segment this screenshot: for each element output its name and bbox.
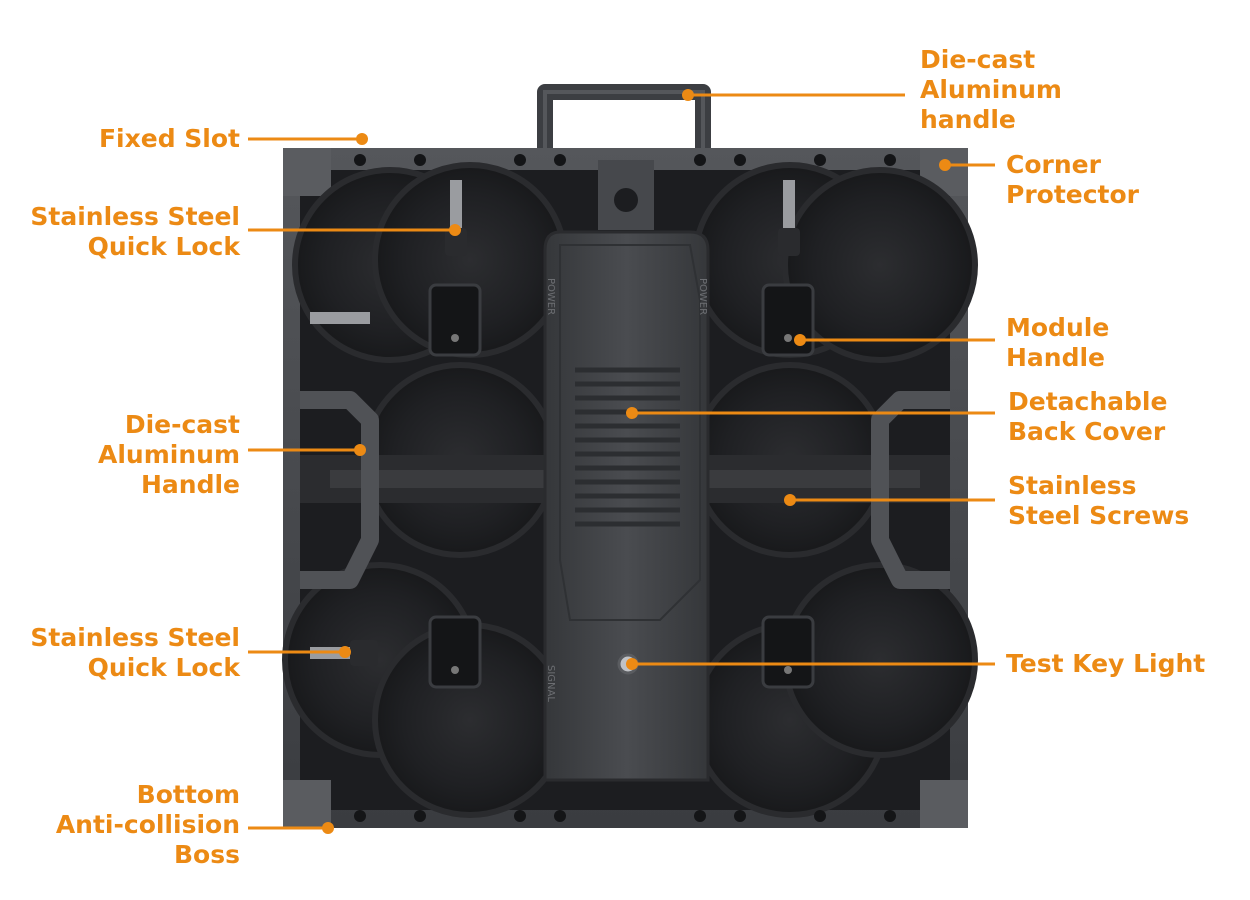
- frame-hole: [814, 810, 826, 822]
- cover-signal-label-left: SIGNAL: [545, 665, 556, 702]
- leader-lines: [248, 89, 995, 834]
- module-handle-screw: [784, 666, 792, 674]
- top-handle: [537, 84, 711, 165]
- module-handles: [428, 283, 815, 689]
- module-handle: [428, 283, 482, 357]
- leader-dot: [322, 822, 334, 834]
- leader-dot: [784, 494, 796, 506]
- frame-hole: [554, 154, 566, 166]
- frame-hole: [734, 154, 746, 166]
- leader-dot: [356, 133, 368, 145]
- leader-dot: [682, 89, 694, 101]
- cover-ribs: [575, 367, 680, 527]
- side-handles: [300, 391, 950, 589]
- leader-dot: [794, 334, 806, 346]
- frame-hole: [414, 154, 426, 166]
- frame-hole: [414, 810, 426, 822]
- leader-dot: [939, 159, 951, 171]
- module-handle: [761, 283, 815, 357]
- leader-dot: [626, 658, 638, 670]
- module-handle-screw: [451, 666, 459, 674]
- module-handle: [428, 615, 482, 689]
- frame-hole: [814, 154, 826, 166]
- label-fixed-slot: Fixed Slot: [98, 124, 240, 153]
- frame-hole: [514, 154, 526, 166]
- frame-hole: [884, 154, 896, 166]
- cover-power-label-right: POWER: [697, 278, 708, 315]
- leader-dot: [354, 444, 366, 456]
- top-plate: [598, 160, 654, 230]
- frame-hole: [514, 810, 526, 822]
- module-back-disc: [782, 167, 978, 363]
- frame-hole: [694, 810, 706, 822]
- frame-holes: [354, 154, 896, 822]
- frame-hole: [554, 810, 566, 822]
- frame-hole: [884, 810, 896, 822]
- leader-dot: [339, 646, 351, 658]
- detachable-back-cover-shape: POWER POWER SIGNAL: [543, 230, 710, 782]
- leader-dot: [626, 407, 638, 419]
- frame-hole: [694, 154, 706, 166]
- module-handle: [761, 615, 815, 689]
- label-test-key-light: Test Key Light: [1006, 649, 1206, 678]
- frame-hole: [734, 810, 746, 822]
- frame-hole: [354, 154, 366, 166]
- module-handle-screw: [451, 334, 459, 342]
- cover-power-label-left: POWER: [545, 278, 556, 315]
- module-handle-screw: [784, 334, 792, 342]
- frame-hole: [354, 810, 366, 822]
- leader-dot: [449, 224, 461, 236]
